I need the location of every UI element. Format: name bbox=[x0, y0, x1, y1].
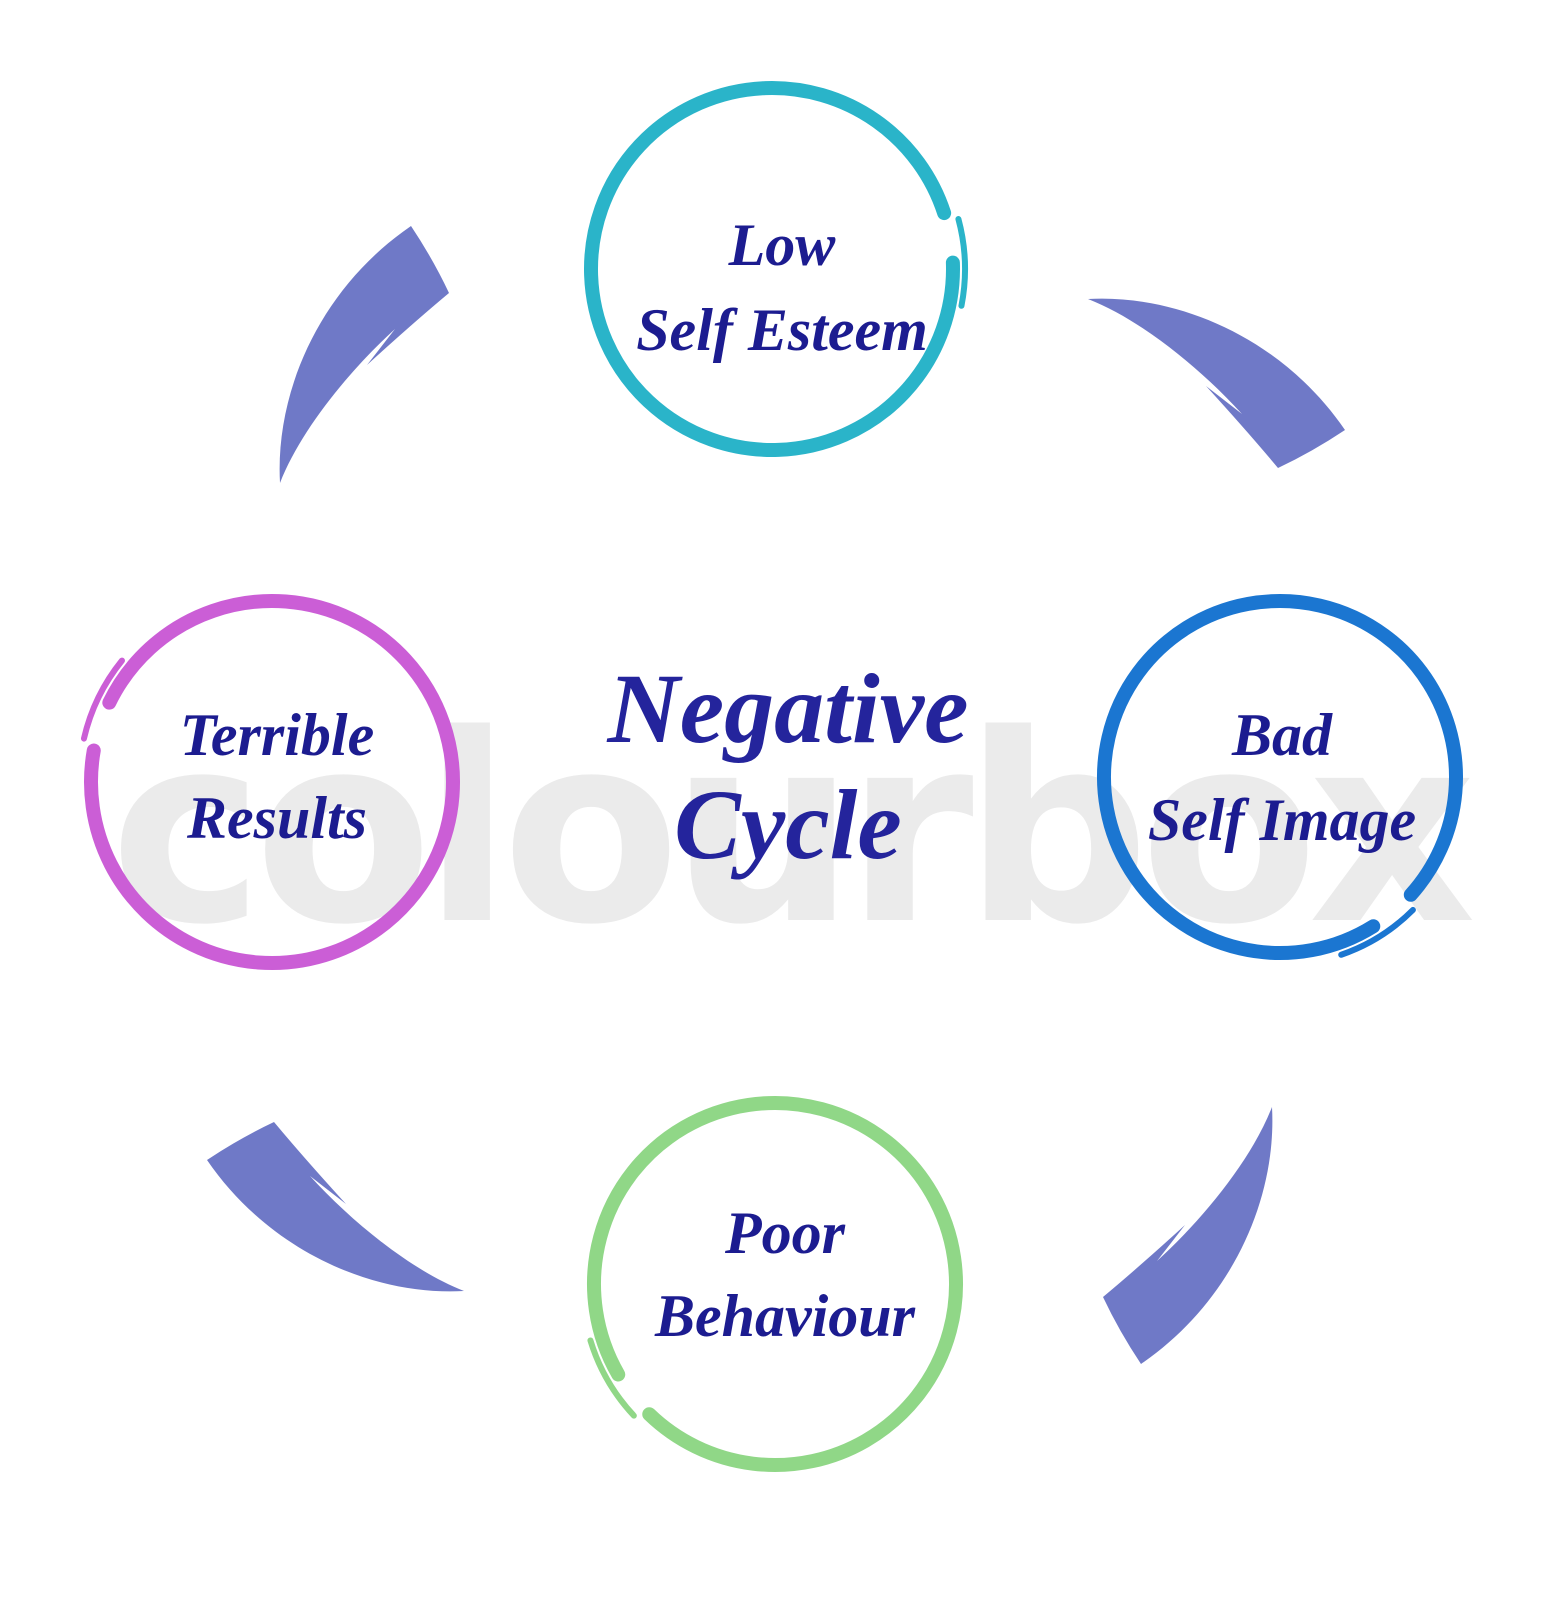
label-poor-behaviour-line2: Behaviour bbox=[654, 1283, 916, 1349]
diagram-title: Negative Cycle bbox=[607, 653, 969, 880]
ring-bad-self-image bbox=[1089, 586, 1471, 968]
ring-poor-behaviour-circle bbox=[587, 1096, 963, 1472]
label-bad-self-image: Bad Self Image bbox=[1148, 702, 1416, 853]
ring-bad-self-image-circle bbox=[1097, 594, 1463, 960]
watermark-text: colourbox bbox=[110, 680, 1475, 982]
label-low-self-esteem-line2: Self Esteem bbox=[636, 297, 928, 363]
diagram-title-line1: Negative bbox=[607, 653, 969, 764]
ring-terrible-results-brush-flick bbox=[76, 586, 468, 978]
label-poor-behaviour: Poor Behaviour bbox=[654, 1200, 916, 1349]
label-low-self-esteem: Low Self Esteem bbox=[636, 212, 928, 363]
ring-terrible-results bbox=[76, 586, 468, 978]
ring-low-self-esteem-circle bbox=[584, 80, 960, 457]
node-labels: Low Self Esteem Bad Self Image Poor Beha… bbox=[180, 212, 1416, 1349]
ring-poor-behaviour bbox=[579, 1088, 971, 1480]
label-terrible-results-line2: Results bbox=[186, 785, 367, 851]
ring-bad-self-image-brush-flick bbox=[1089, 586, 1471, 968]
arrow-top-left-icon bbox=[279, 226, 449, 483]
arrow-bottom-right-icon bbox=[1103, 1107, 1273, 1364]
diagram-title-line2: Cycle bbox=[674, 769, 902, 880]
label-low-self-esteem-line1: Low bbox=[728, 212, 837, 278]
label-poor-behaviour-line1: Poor bbox=[724, 1200, 846, 1266]
label-terrible-results-line1: Terrible bbox=[180, 702, 374, 768]
label-terrible-results: Terrible Results bbox=[180, 702, 374, 851]
label-bad-self-image-line2: Self Image bbox=[1148, 787, 1416, 853]
arrow-top-right-icon bbox=[1088, 298, 1345, 468]
arrow-bottom-left-icon bbox=[207, 1122, 464, 1292]
ring-low-self-esteem bbox=[576, 73, 968, 465]
ring-terrible-results-circle bbox=[84, 594, 460, 970]
label-bad-self-image-line1: Bad bbox=[1231, 702, 1333, 768]
ring-low-self-esteem-brush-flick bbox=[576, 73, 968, 465]
ring-poor-behaviour-brush-flick bbox=[579, 1088, 971, 1480]
